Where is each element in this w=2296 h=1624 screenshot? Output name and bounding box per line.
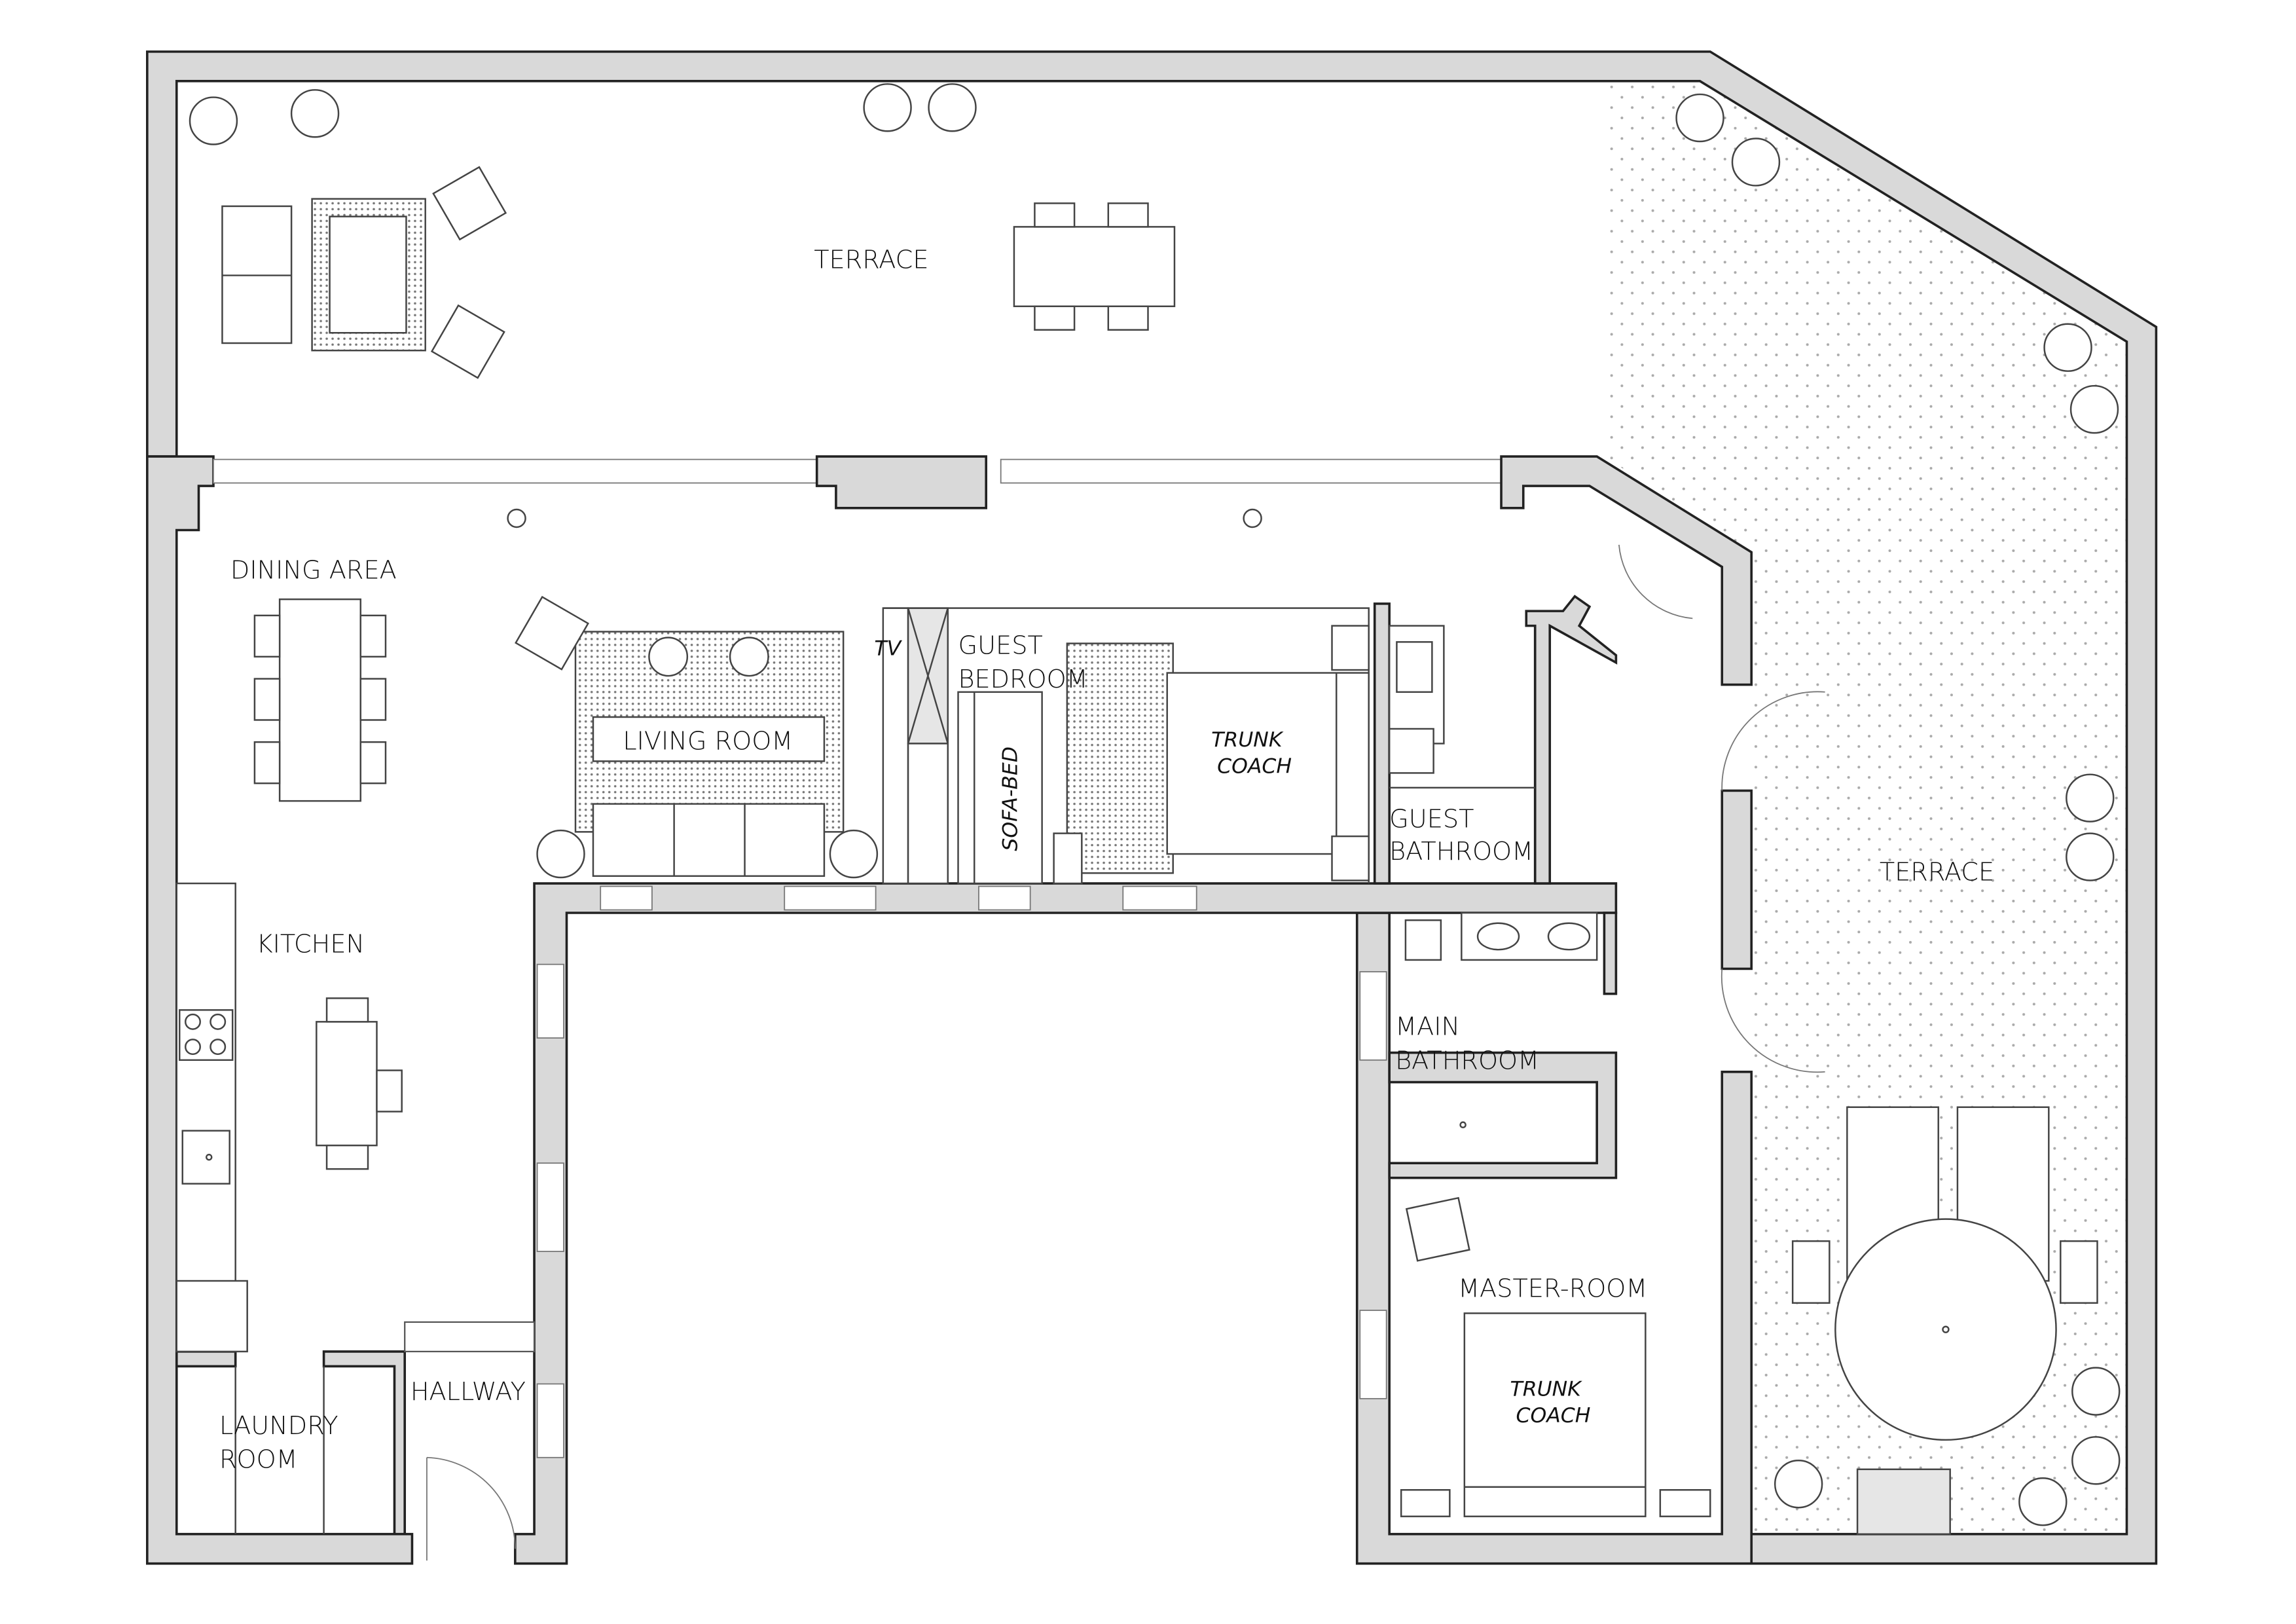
label-guest-bed-2: COACH (1217, 754, 1292, 778)
terrace-dining-set (1013, 202, 1176, 331)
kitchen-fixtures (175, 882, 403, 1353)
label-tv: TV (874, 637, 902, 661)
room-labels: TERRACE TERRACE DINING AREA LIVING ROOM … (219, 246, 1994, 1474)
label-living-room: LIVING ROOM (623, 727, 793, 756)
terrace-right-furniture (1791, 1106, 2098, 1535)
guest-bathroom-fixtures (1388, 625, 1535, 789)
plant-pots (189, 83, 2121, 1526)
label-kitchen: KITCHEN (257, 931, 365, 959)
living-furniture (515, 595, 879, 879)
label-master-bed: TRUNK (1510, 1377, 1583, 1401)
laundry-fixtures (234, 1366, 325, 1534)
label-guest-bathroom: GUEST (1389, 805, 1474, 834)
label-master-room: MASTER-ROOM (1458, 1275, 1647, 1304)
building-walls (146, 455, 1753, 1565)
label-laundry-room-2: ROOM (219, 1446, 298, 1475)
label-hallway: HALLWAY (410, 1378, 526, 1407)
terrace-lounge-furniture (221, 166, 507, 379)
main-bathroom-fixtures (1404, 912, 1598, 1128)
label-terrace-right: TERRACE (1880, 858, 1994, 887)
label-dining-area: DINING AREA (230, 557, 397, 585)
label-guest-bedroom-2: BEDROOM (958, 665, 1087, 694)
label-laundry-room: LAUNDRY (219, 1412, 338, 1441)
doors (426, 544, 1825, 1561)
label-master-bed-2: COACH (1516, 1404, 1591, 1428)
guest-bedroom-furniture (882, 607, 1370, 885)
label-guest-bathroom-2: BATHROOM (1389, 838, 1533, 866)
label-main-bathroom: MAIN (1395, 1013, 1460, 1042)
label-guest-bedroom: GUEST (958, 631, 1042, 660)
master-furniture (1400, 1196, 1711, 1517)
dining-table-set (253, 598, 387, 802)
label-guest-bed: TRUNK (1211, 728, 1284, 752)
label-sofa-bed: SOFA-BED (998, 747, 1022, 851)
label-terrace-top: TERRACE (814, 246, 928, 274)
label-main-bathroom-2: BATHROOM (1395, 1046, 1539, 1075)
